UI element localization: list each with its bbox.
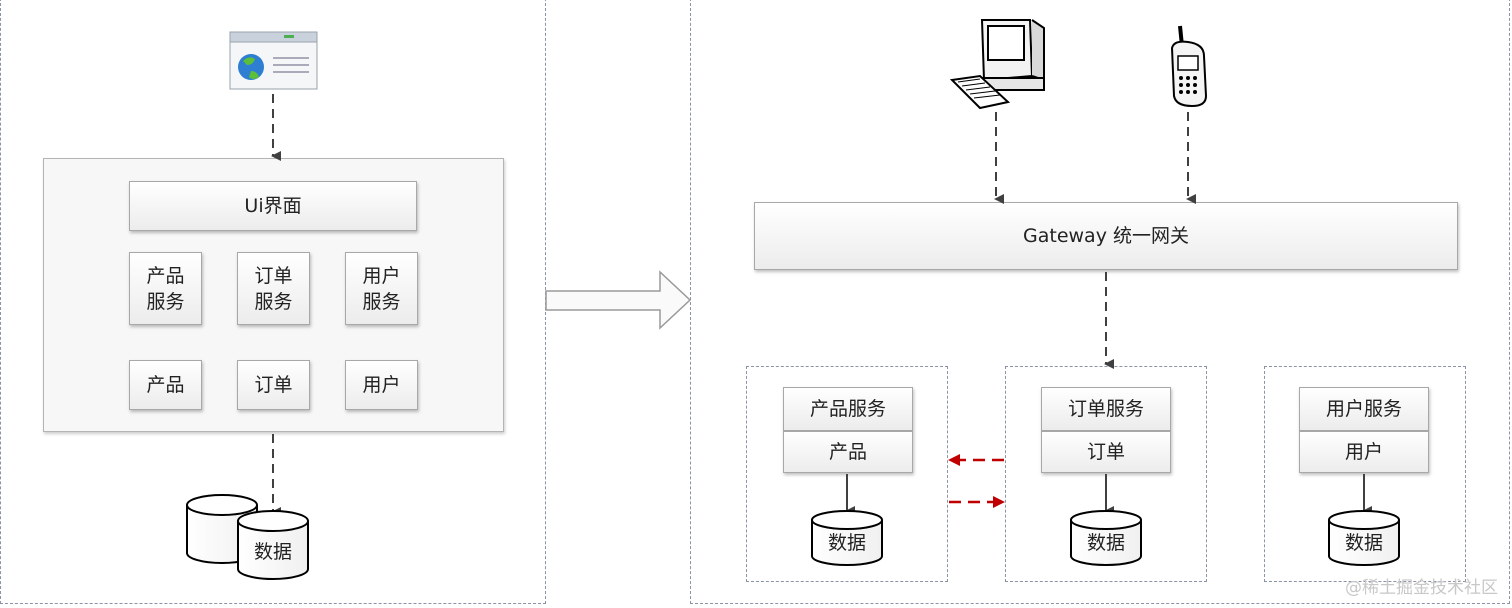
user-module-box: 用户 xyxy=(345,360,418,410)
ms-product-module-box: 产品 xyxy=(783,431,913,473)
watermark: @稀土掘金技术社区 xyxy=(1345,578,1498,598)
microservice-frame xyxy=(690,0,1510,604)
ms-order-module-label: 订单 xyxy=(1086,441,1125,463)
product-service-label: 产品 服务 xyxy=(146,264,185,313)
order-service-label: 订单 服务 xyxy=(254,264,293,313)
product-db-label: 数据 xyxy=(827,531,866,554)
database-front-icon xyxy=(237,510,309,580)
ui-layer-label: Ui界面 xyxy=(244,195,302,217)
order-db-label: 数据 xyxy=(1086,531,1125,554)
order-db-icon xyxy=(1070,510,1142,566)
order-module-box: 订单 xyxy=(237,360,310,410)
ms-user-module-label: 用户 xyxy=(1344,441,1383,463)
product-service-group xyxy=(746,366,948,582)
ms-product-service-label: 产品服务 xyxy=(809,398,886,420)
user-service-box: 用户 服务 xyxy=(345,252,418,325)
browser-icon xyxy=(229,31,319,91)
ms-user-service-box: 用户服务 xyxy=(1299,387,1429,431)
order-module-label: 订单 xyxy=(254,374,293,396)
order-service-box: 订单 服务 xyxy=(237,252,310,325)
ms-product-module-label: 产品 xyxy=(828,441,867,463)
product-service-box: 产品 服务 xyxy=(129,252,202,325)
ms-product-service-box: 产品服务 xyxy=(783,387,913,431)
product-db-icon xyxy=(811,510,883,566)
ms-user-module-box: 用户 xyxy=(1299,431,1429,473)
ms-user-service-label: 用户服务 xyxy=(1325,398,1402,420)
product-module-label: 产品 xyxy=(146,374,185,396)
product-module-box: 产品 xyxy=(129,360,202,410)
ui-layer-box: Ui界面 xyxy=(129,181,417,231)
user-service-group xyxy=(1264,366,1466,582)
ms-order-service-label: 订单服务 xyxy=(1067,398,1144,420)
mobile-phone-icon xyxy=(1170,25,1208,108)
user-db-icon xyxy=(1328,510,1400,566)
user-service-label: 用户 服务 xyxy=(362,264,401,313)
computer-icon xyxy=(949,19,1045,110)
monolith-db-label: 数据 xyxy=(253,540,292,563)
gateway-box: Gateway 统一网关 xyxy=(754,202,1458,270)
transition-arrow-icon xyxy=(545,270,692,330)
ms-order-module-box: 订单 xyxy=(1041,431,1171,473)
user-db-label: 数据 xyxy=(1344,531,1383,554)
user-module-label: 用户 xyxy=(362,374,401,396)
gateway-label: Gateway 统一网关 xyxy=(1023,225,1189,247)
ms-order-service-box: 订单服务 xyxy=(1041,387,1171,431)
